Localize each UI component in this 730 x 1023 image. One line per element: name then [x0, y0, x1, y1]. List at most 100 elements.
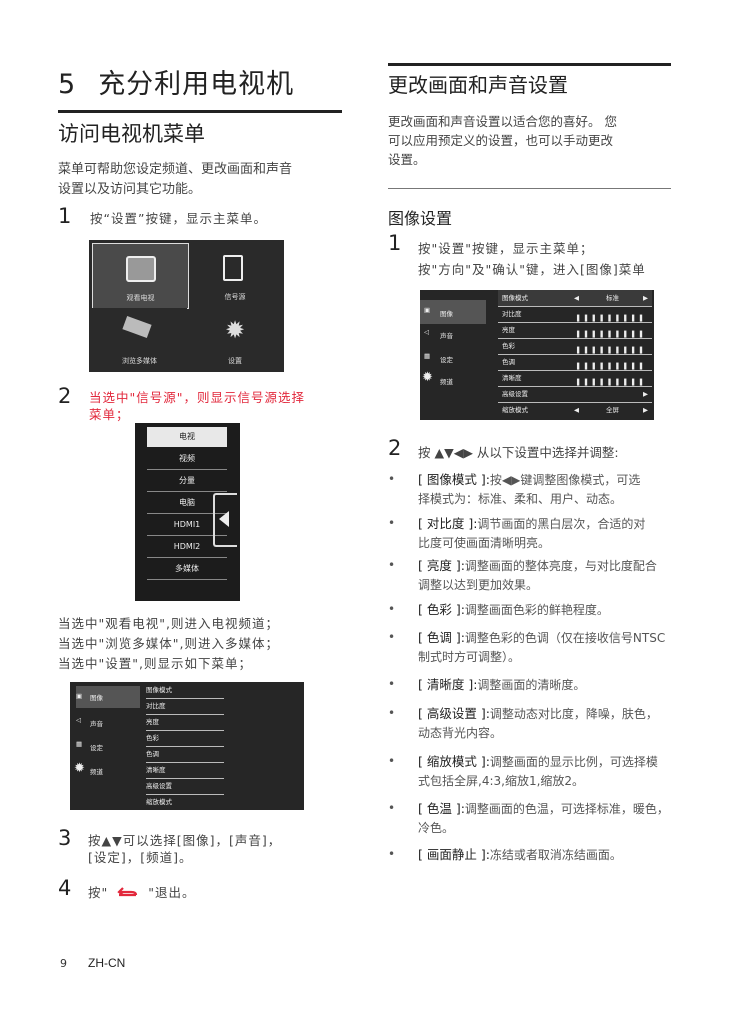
- menu-row: 亮度: [146, 714, 224, 731]
- setup-icon: ▦: [76, 740, 83, 748]
- bullet-dot: •: [388, 602, 396, 616]
- step-number: 2: [58, 384, 72, 408]
- step-line: [设定]，[频道]。: [88, 850, 193, 865]
- bullet-line: 调整画面的显示比例，可选择模: [489, 755, 658, 769]
- bullet-keyword: [ 高级设置 ]:: [418, 706, 490, 721]
- step-suffix: "退出。: [148, 885, 196, 900]
- right-intro-line: 可以应用预定义的设置，也可以手动更改: [388, 133, 614, 148]
- home-menu-screenshot: 观看电视 信号源 浏览多媒体 ✹ 设置: [89, 240, 284, 372]
- bullet-keyword: [ 缩放模式 ]:: [418, 754, 490, 769]
- menu-row[interactable]: 图像模式 ◀ 标准 ▶: [498, 290, 652, 307]
- menu-row-label: 图像模式: [502, 294, 528, 302]
- chapter-number: 5: [58, 69, 77, 100]
- bullet-line: 调整画面的整体亮度，与对比度配合: [464, 559, 657, 573]
- source-item: HDMI2: [147, 537, 227, 558]
- usb-icon: [122, 315, 152, 339]
- right-intro-line: 更改画面和声音设置以适合您的喜好。 您: [388, 114, 617, 129]
- language-code: ZH-CN: [88, 956, 126, 970]
- bullet-line: 调整画面的清晰度。: [477, 678, 586, 692]
- menu-row-label: 缩放模式: [502, 406, 528, 414]
- selection-line: 当选中"浏览多媒体",则进入多媒体；: [58, 636, 279, 651]
- menu-left-item: 频道: [440, 378, 453, 386]
- bullet-keyword: [ 对比度 ]:: [418, 516, 478, 531]
- menu-row[interactable]: 高级设置 ▶: [498, 386, 652, 403]
- menu-row: 色调: [146, 746, 224, 763]
- bullet-line: 冻结或者取消冻结画面。: [489, 848, 622, 862]
- menu-row[interactable]: 清晰度 ❚❚❚❚❚❚❚❚❚: [498, 370, 652, 387]
- picture-icon: ▣: [76, 692, 83, 700]
- right-divider: [388, 188, 671, 189]
- step-line: 按▲▼可以选择[图像]，[声音]，: [88, 833, 282, 848]
- left-intro-line: 设置以及访问其它功能。: [58, 182, 202, 197]
- source-item: HDMI1: [147, 515, 227, 536]
- menu-row[interactable]: 缩放模式 ◀ 全屏 ▶: [498, 402, 652, 418]
- sound-icon: ◁: [76, 716, 81, 724]
- menu-row-label: 高级设置: [502, 390, 528, 398]
- bullet-dot: •: [388, 516, 396, 530]
- step-number: 2: [388, 436, 402, 460]
- section-title: 访问电视机菜单: [58, 122, 205, 146]
- tile-watch-tv: 观看电视: [92, 243, 189, 309]
- level-bar: ❚❚❚❚❚❚❚❚❚: [575, 346, 646, 354]
- input-icon: [223, 255, 243, 281]
- bullet-line: 调整画面色彩的鲜艳程度。: [464, 603, 609, 617]
- source-item: 多媒体: [147, 559, 227, 580]
- menu-left-item: 频道: [90, 768, 103, 776]
- menu-row-label: 清晰度: [502, 374, 522, 382]
- left-intro-line: 菜单可帮助您设定频道、更改画面和声音: [58, 162, 293, 177]
- step-number: 3: [58, 826, 72, 850]
- bullet-line: 调整色彩的色调（仅在接收信号NTSC: [464, 631, 666, 645]
- bullet-item: • [ 对比度 ]:调节画面的黑白层次，合适的对比度可使画面清晰明亮。: [388, 514, 688, 554]
- tv-icon: [126, 256, 156, 282]
- menu-row[interactable]: 亮度 ❚❚❚❚❚❚❚❚❚: [498, 322, 652, 339]
- arrow-right-icon: ▶: [643, 294, 648, 302]
- menu-row: 清晰度: [146, 762, 224, 779]
- bullet-item: • [ 亮度 ]:调整画面的整体亮度，与对比度配合调整以达到更加效果。: [388, 556, 688, 596]
- tile-label: 设置: [228, 357, 242, 365]
- bullet-line: 按◀▶键调整图像模式，可选: [489, 473, 641, 487]
- right-intro: 更改画面和声音设置以适合您的喜好。 您 可以应用预定义的设置，也可以手动更改 设…: [388, 112, 617, 169]
- selection-line: 当选中"观看电视",则进入电视频道；: [58, 616, 279, 631]
- step-line: 当选中"信号源"，则显示信号源选择: [89, 390, 305, 405]
- arrow-left-icon: ◀: [574, 294, 579, 302]
- gear-icon: ✹: [422, 370, 433, 385]
- menu-row: 色彩: [146, 730, 224, 747]
- chapter-rule: [58, 110, 342, 113]
- source-menu-screenshot: 电视 视频 分量 电脑 HDMI1 HDMI2 多媒体: [135, 423, 240, 601]
- bullet-dot: •: [388, 558, 396, 572]
- subsection-title: 图像设置: [388, 209, 453, 228]
- step-text: 按 ▲▼◀▶ 从以下设置中选择并调整:: [418, 445, 619, 460]
- tile-settings: ✹ 设置: [189, 308, 281, 370]
- menu-row[interactable]: 色彩 ❚❚❚❚❚❚❚❚❚: [498, 338, 652, 355]
- arrow-left-icon: ◀: [574, 406, 579, 414]
- bullet-dot: •: [388, 801, 396, 815]
- bullet-line: 冷色。: [418, 821, 455, 835]
- bullet-dot: •: [388, 630, 396, 644]
- bullet-dot: •: [388, 754, 396, 768]
- gear-icon: ✹: [74, 761, 85, 776]
- arrow-left-icon: [219, 511, 229, 527]
- menu-row[interactable]: 色调 ❚❚❚❚❚❚❚❚❚: [498, 354, 652, 371]
- right-section-title: 更改画面和声音设置: [388, 73, 568, 97]
- bullet-item: • [ 色彩 ]:调整画面色彩的鲜艳程度。: [388, 600, 688, 620]
- menu-row-label: 对比度: [502, 310, 522, 318]
- step-line: 菜单；: [89, 407, 130, 422]
- bullet-item: • [ 色温 ]:调整画面的色温，可选择标准，暖色，冷色。: [388, 799, 688, 839]
- input-arrow-icon: [213, 493, 237, 547]
- bullet-dot: •: [388, 847, 396, 861]
- level-bar: ❚❚❚❚❚❚❚❚❚: [575, 330, 646, 338]
- arrow-right-icon: ▶: [643, 390, 648, 398]
- picture-icon: ▣: [424, 306, 431, 314]
- menu-left-item: 声音: [90, 720, 103, 728]
- menu-row[interactable]: 对比度 ❚❚❚❚❚❚❚❚❚: [498, 306, 652, 323]
- bullet-line: 式包括全屏,4:3,缩放1,缩放2。: [418, 774, 585, 788]
- settings-menu-screenshot: ▣ 图像 ◁ 声音 ▦ 设定 ✹ 频道 图像模式 对比度 亮度 色彩 色调 清晰…: [70, 682, 304, 810]
- step-text: 按“设置”按键，显示主菜单。: [90, 211, 267, 226]
- bullet-item: • [ 清晰度 ]:调整画面的清晰度。: [388, 675, 688, 695]
- page-number: 9: [60, 957, 67, 970]
- step-line: 按"方向"及"确认"键，进入[图像]菜单: [418, 262, 646, 277]
- setup-icon: ▦: [424, 352, 431, 360]
- bullet-item: • [ 图像模式 ]:按◀▶键调整图像模式，可选择模式为：标准、柔和、用户、动态…: [388, 470, 688, 510]
